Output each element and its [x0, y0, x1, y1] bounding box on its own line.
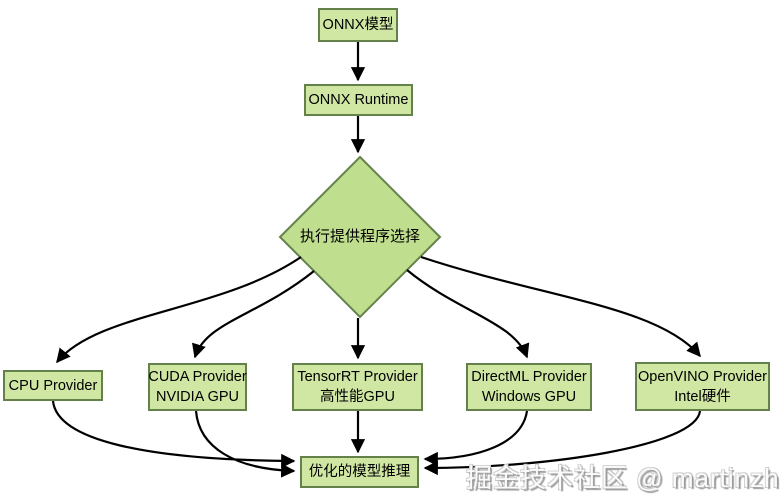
node-cpu-provider: CPU Provider [3, 370, 103, 401]
node-openvino-provider-label: OpenVINO Provider [638, 368, 767, 385]
node-decision-label: 执行提供程序选择 [299, 228, 420, 245]
edge-cpu-to-optimized [51, 400, 296, 469]
node-directml-provider-label: DirectML Provider [471, 369, 587, 385]
watermark: 掘金技术社区 @ martinzh [466, 463, 780, 493]
edge-decision-to-cuda [192, 270, 315, 359]
edge-openvino-to-optimized [423, 410, 702, 476]
node-directml-provider: DirectML Provider Windows GPU [466, 363, 592, 411]
decision-diamond-shape [278, 155, 442, 319]
node-onnx-model: ONNX模型 [318, 8, 398, 42]
node-tensorrt-provider: TensorRT Provider 高性能GPU [292, 363, 423, 411]
node-cuda-provider-sublabel: NVIDIA GPU [156, 389, 239, 405]
node-openvino-provider: OpenVINO Provider Intel硬件 [635, 362, 770, 411]
node-directml-provider-sublabel: Windows GPU [481, 389, 577, 405]
edge-decision-to-cpu [56, 256, 302, 364]
node-tensorrt-provider-label: TensorRT Provider [297, 369, 418, 385]
edge-decision-to-openvino [420, 255, 701, 358]
node-onnx-model-label: ONNX模型 [322, 17, 394, 33]
node-cuda-provider: CUDA Provider NVIDIA GPU [148, 363, 247, 411]
node-openvino-provider-sublabel: Intel硬件 [674, 388, 731, 405]
edge-directml-to-optimized [423, 410, 529, 467]
node-onnx-runtime-label: ONNX Runtime [308, 92, 409, 108]
edge-cuda-to-optimized [194, 410, 296, 478]
node-cpu-provider-label: CPU Provider [8, 377, 98, 394]
node-optimized-inference-label: 优化的模型推理 [308, 464, 411, 480]
node-onnx-runtime: ONNX Runtime [304, 84, 413, 116]
node-optimized-inference: 优化的模型推理 [300, 456, 419, 488]
node-cuda-provider-label: CUDA Provider [148, 369, 247, 385]
node-tensorrt-provider-sublabel: 高性能GPU [320, 389, 395, 405]
edge-decision-to-directml [406, 269, 530, 359]
